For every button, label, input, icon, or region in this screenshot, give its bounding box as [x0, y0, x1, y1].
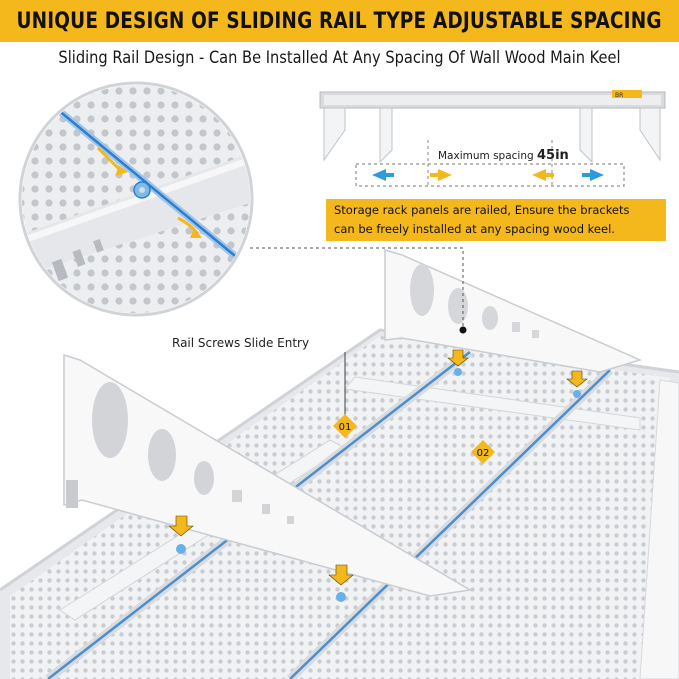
callout-line-1: Storage rack panels are railed, Ensure t…: [334, 203, 630, 217]
spacing-value: 45in: [537, 148, 569, 163]
step-marker-01: 01: [333, 414, 357, 438]
back-bracket: [384, 248, 643, 373]
arrow-left-icon: [532, 169, 546, 181]
arrow-right-icon: [590, 169, 604, 181]
info-callout: Storage rack panels are railed, Ensure t…: [326, 199, 666, 241]
page-title: UNIQUE DESIGN OF SLIDING RAIL TYPE ADJUS…: [16, 8, 663, 34]
svg-text:01: 01: [339, 422, 352, 433]
arrow-left-icon: [372, 169, 386, 181]
step-marker-02: 02: [471, 440, 495, 464]
zoom-inset: [18, 81, 254, 317]
arrow-down-icon: [168, 515, 194, 554]
leader-line: [250, 247, 464, 330]
spacing-diagram: BR: [319, 90, 666, 187]
callout-line-2: can be freely installed at any spacing w…: [334, 222, 615, 236]
arrow-down-icon: [566, 370, 588, 398]
arrow-right-icon: [438, 169, 452, 181]
slide-entry-label: Rail Screws Slide Entry: [172, 336, 310, 350]
leader-dot: [459, 326, 467, 334]
spacing-label: Maximum spacing 45in: [438, 148, 569, 163]
svg-text:BR: BR: [615, 92, 623, 99]
rail-right: [286, 366, 614, 679]
front-bracket: [63, 353, 473, 597]
arrow-down-icon: [447, 349, 469, 376]
title-banner: UNIQUE DESIGN OF SLIDING RAIL TYPE ADJUS…: [0, 0, 679, 42]
svg-text:02: 02: [477, 448, 490, 459]
arrow-down-icon: [328, 564, 354, 602]
page-subtitle: Sliding Rail Design - Can Be Installed A…: [58, 48, 621, 68]
